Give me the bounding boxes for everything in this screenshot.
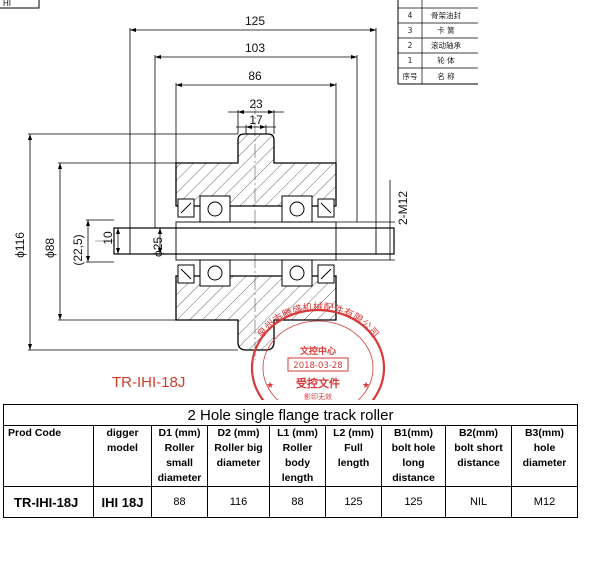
- stamp-note: 影印无效: [304, 392, 332, 400]
- cell-prod-code: TR-IHI-18J: [3, 486, 94, 518]
- header-digger-model: digger model: [93, 425, 152, 487]
- parts-name: 骨架油封: [431, 10, 461, 20]
- spec-table: 2 Hole single flange track roller Prod C…: [3, 404, 578, 518]
- parts-list-table: 4 骨架油封 3 卡 簧 2 滚动轴承 1 轮 体 序号 名 称: [397, 0, 478, 85]
- cell-d1: 88: [151, 486, 208, 518]
- dim-23: 23: [249, 97, 263, 111]
- parts-name: 滚动轴承: [431, 40, 461, 50]
- parts-no: 4: [408, 11, 413, 20]
- dim-125: 125: [245, 14, 265, 28]
- bearing-left: [199, 195, 231, 287]
- header-b3: B3(mm) hole diameter: [511, 425, 578, 487]
- stamp-controlled: 受控文件: [296, 376, 340, 390]
- stamp-star-icon: ★: [362, 381, 370, 391]
- parts-header-no: 序号: [403, 71, 418, 81]
- dim-17: 17: [249, 113, 263, 127]
- header-prod-code: Prod Code: [3, 425, 94, 487]
- roller-body-section: [175, 133, 337, 351]
- header-l1: L1 (mm) Roller body length: [269, 425, 326, 487]
- header-b1: B1(mm) bolt hole long distance: [381, 425, 446, 487]
- dim-22-5: (22,5): [71, 234, 85, 265]
- vertical-arrows: [28, 134, 162, 350]
- dim-phi88: ϕ88: [43, 238, 57, 258]
- horizontal-dimensions: [129, 28, 377, 228]
- corner-mark: HI: [3, 0, 11, 8]
- stamp-center: 文控中心: [299, 345, 336, 357]
- cell-d2: 116: [207, 486, 270, 518]
- header-b2: B2(mm) bolt short distance: [445, 425, 512, 487]
- header-l2: L2 (mm) Full length: [325, 425, 382, 487]
- parts-name: 轮 体: [437, 55, 455, 65]
- dim-10: 10: [101, 231, 115, 245]
- vertical-dimensions: [28, 133, 395, 351]
- table-row: TR-IHI-18J IHI 18J 88 116 88 125 125 NIL…: [3, 486, 578, 518]
- model-label: TR-IHI-18J: [112, 374, 186, 391]
- cell-b1: 125: [381, 486, 446, 518]
- parts-header-name: 名 称: [437, 71, 455, 81]
- header-d2: D2 (mm) Roller big diameter: [207, 425, 270, 487]
- cell-b3: M12: [511, 486, 578, 518]
- cell-digger-model: IHI 18J: [93, 486, 152, 518]
- stamp-star-icon: ★: [266, 381, 274, 391]
- stamp-date: 2018-03-28: [293, 361, 342, 371]
- parts-no: 3: [408, 26, 413, 35]
- technical-drawing: HI 4 骨架油封 3 卡 簧 2 滚动轴承 1 轮 体 序号 名 称: [0, 0, 478, 400]
- parts-no: 1: [408, 56, 413, 65]
- oil-seals: [177, 198, 335, 284]
- corner-box: [0, 0, 40, 9]
- parts-no: 2: [408, 41, 413, 50]
- dim-2-m12: 2-M12: [396, 191, 410, 225]
- dim-phi25: ϕ25: [151, 237, 165, 257]
- parts-name: 卡 簧: [437, 25, 455, 35]
- bearing-right: [281, 195, 313, 287]
- cell-l1: 88: [269, 486, 326, 518]
- table-title: 2 Hole single flange track roller: [3, 404, 578, 426]
- table-header-row: Prod Code digger model D1 (mm) Roller sm…: [3, 425, 578, 487]
- cell-b2: NIL: [445, 486, 512, 518]
- dim-86: 86: [248, 69, 262, 83]
- dim-103: 103: [245, 41, 265, 55]
- dim-phi116: ϕ116: [13, 232, 27, 258]
- cell-l2: 125: [325, 486, 382, 518]
- dimension-arrows: [130, 28, 376, 129]
- header-d1: D1 (mm) Roller small diameter: [151, 425, 208, 487]
